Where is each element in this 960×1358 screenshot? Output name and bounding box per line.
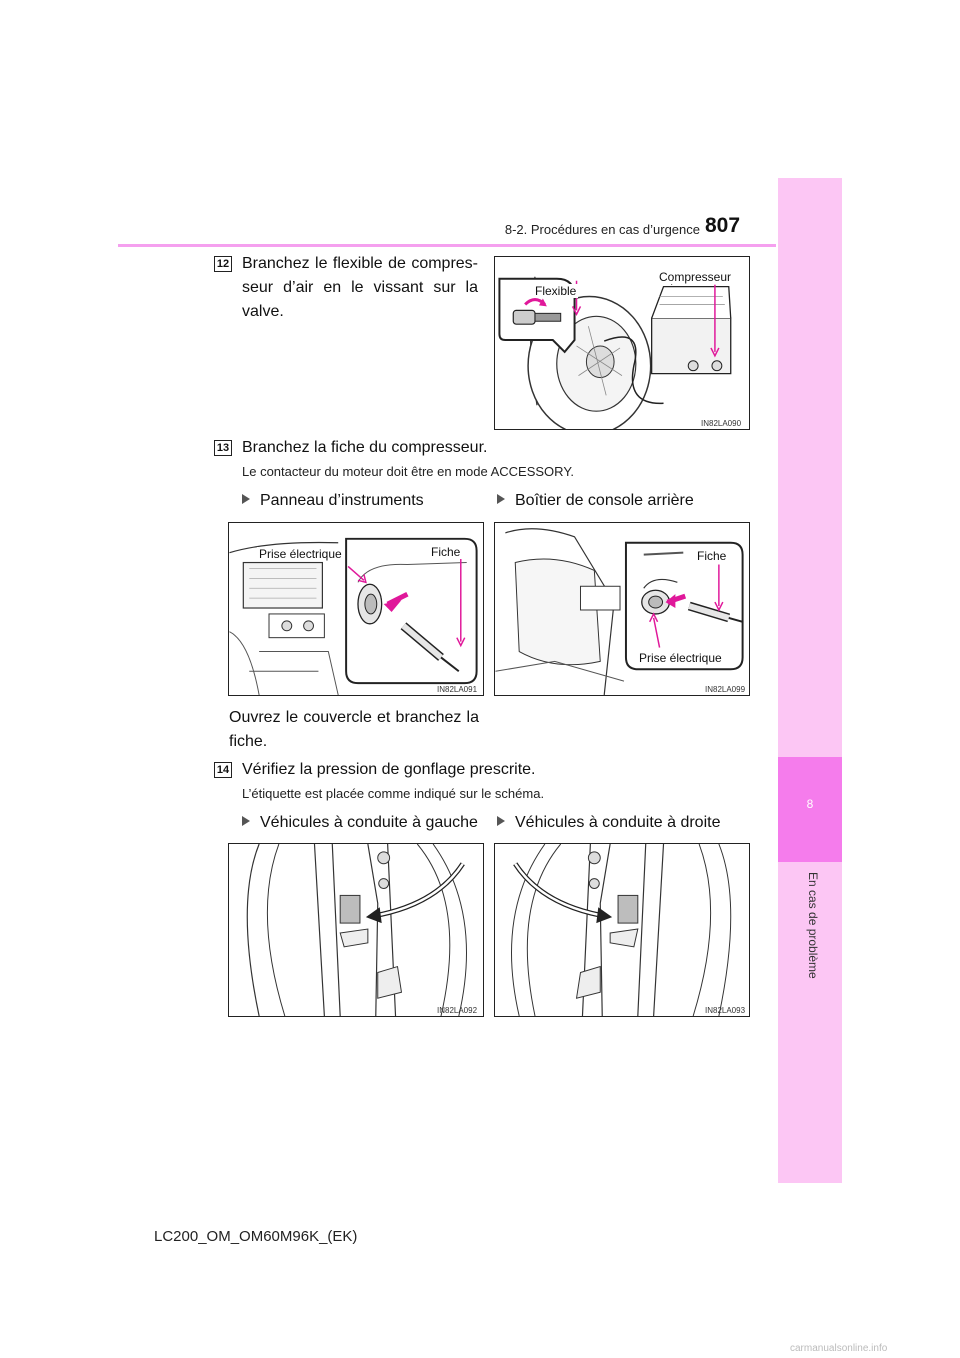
footer-model-code: LC200_OM_OM60M96K_(EK) [154, 1228, 358, 1245]
bullet-triangle-icon [242, 494, 250, 504]
header-rule [118, 244, 776, 247]
step-text: Branchez la fiche du compresseur. [242, 439, 488, 456]
figure-instrument-panel-outlet: Prise électrique Fiche IN82LA091 [228, 522, 484, 696]
page-number: 807 [705, 214, 741, 237]
door-pillar-lhd-illustration [246, 844, 467, 1016]
rear-console-illustration [495, 528, 744, 695]
figure-code: IN82LA090 [701, 419, 742, 428]
figure-code: IN82LA099 [705, 685, 746, 694]
bullet-triangle-icon [242, 816, 250, 826]
label-fiche: Fiche [695, 549, 729, 563]
figure-label-lhd: IN82LA092 [228, 843, 484, 1017]
figure-code: IN82LA092 [437, 1006, 478, 1015]
variant-heading: Véhicules à conduite à droite [497, 814, 720, 832]
figure-caption: Ouvrez le couvercle et branchez la fiche… [229, 709, 479, 750]
step-number: 13 [214, 440, 232, 456]
figure-code: IN82LA093 [705, 1006, 746, 1015]
figure-rear-console-outlet: Fiche Prise électrique IN82LA099 [494, 522, 750, 696]
label-fiche: Fiche [429, 545, 463, 559]
bullet-triangle-icon [497, 494, 505, 504]
variant-heading: Véhicules à conduite à gauche [242, 814, 478, 832]
door-pillar-rhd-illustration [511, 844, 732, 1016]
figure-code: IN82LA091 [437, 685, 478, 694]
section-title: 8-2. Procédures en cas d’urgence [504, 222, 700, 237]
chapter-tab [778, 178, 842, 1183]
chapter-label: En cas de problème [806, 872, 820, 979]
step-note: Le contacteur du moteur doit être en mod… [242, 464, 574, 479]
label-prise-electrique: Prise électrique [257, 547, 344, 561]
step-number: 14 [214, 762, 232, 778]
chapter-number: 8 [806, 797, 814, 811]
figure-label-rhd: IN82LA093 [494, 843, 750, 1017]
label-flexible: Flexible [533, 284, 579, 298]
step-text: Vérifiez la pression de gonflage prescri… [242, 761, 536, 778]
variant-heading: Boîtier de console arrière [497, 492, 694, 510]
label-compresseur: Compresseur [657, 270, 734, 284]
figure-hose-compressor: Flexible Compresseur IN82LA090 [494, 256, 750, 430]
instrument-panel-illustration [229, 537, 478, 695]
step-text: Branchez le flexible de compres-seur d’a… [242, 255, 478, 320]
label-prise-electrique: Prise électrique [637, 651, 724, 665]
step-note: L’étiquette est placée comme indiqué sur… [242, 786, 545, 801]
bullet-triangle-icon [497, 816, 505, 826]
variant-heading: Panneau d’instruments [242, 492, 424, 510]
step-number: 12 [214, 256, 232, 272]
chapter-number-tab: 8 [778, 757, 842, 862]
watermark: carmanualsonline.info [790, 1343, 888, 1354]
